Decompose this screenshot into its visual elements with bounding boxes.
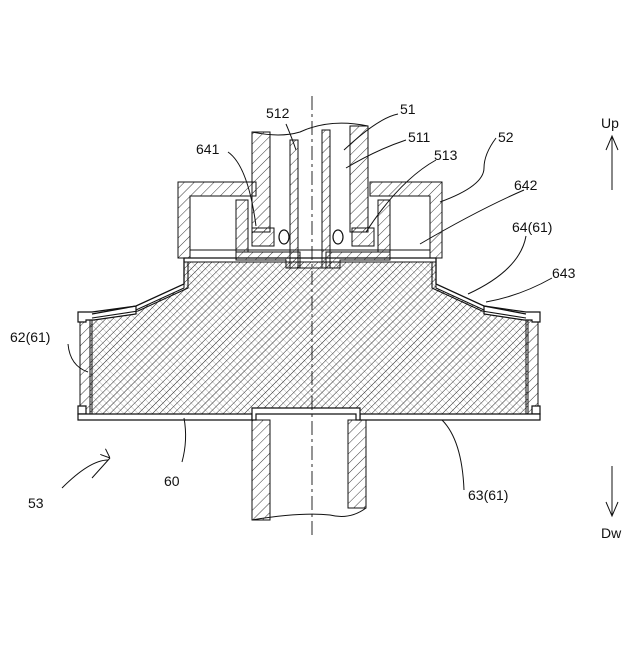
label-63-61: 63(61) <box>468 487 508 503</box>
lower-pipe-wall-left <box>252 420 270 520</box>
direction-arrows <box>606 136 618 516</box>
label-641: 641 <box>196 141 220 157</box>
lower-pipe-wall-right <box>348 420 366 508</box>
label-51: 51 <box>400 101 416 117</box>
label-up: Up <box>601 115 619 131</box>
bottom-boss <box>252 408 360 420</box>
o-ring-left <box>279 230 289 244</box>
inner-pipe-511-left <box>290 140 298 268</box>
label-52: 52 <box>498 129 514 145</box>
side-wall-62-left <box>80 314 92 414</box>
label-511: 511 <box>408 129 431 145</box>
bottom-plate-63 <box>78 414 252 420</box>
label-53: 53 <box>28 495 44 511</box>
label-512: 512 <box>266 105 290 121</box>
label-62-61: 62(61) <box>10 329 50 345</box>
lower-flange-right <box>532 406 540 414</box>
label-64-61: 64(61) <box>512 219 552 235</box>
inner-pipe-511-right <box>322 130 330 268</box>
label-642: 642 <box>514 177 538 193</box>
lower-flange-left <box>78 406 86 414</box>
label-dw: Dw <box>601 525 622 541</box>
inner-bracket-641 <box>236 200 248 252</box>
label-643: 643 <box>552 265 576 281</box>
label-60: 60 <box>164 473 180 489</box>
label-513: 513 <box>434 147 458 163</box>
o-ring-right <box>333 230 343 244</box>
side-wall-62-right <box>526 314 538 414</box>
